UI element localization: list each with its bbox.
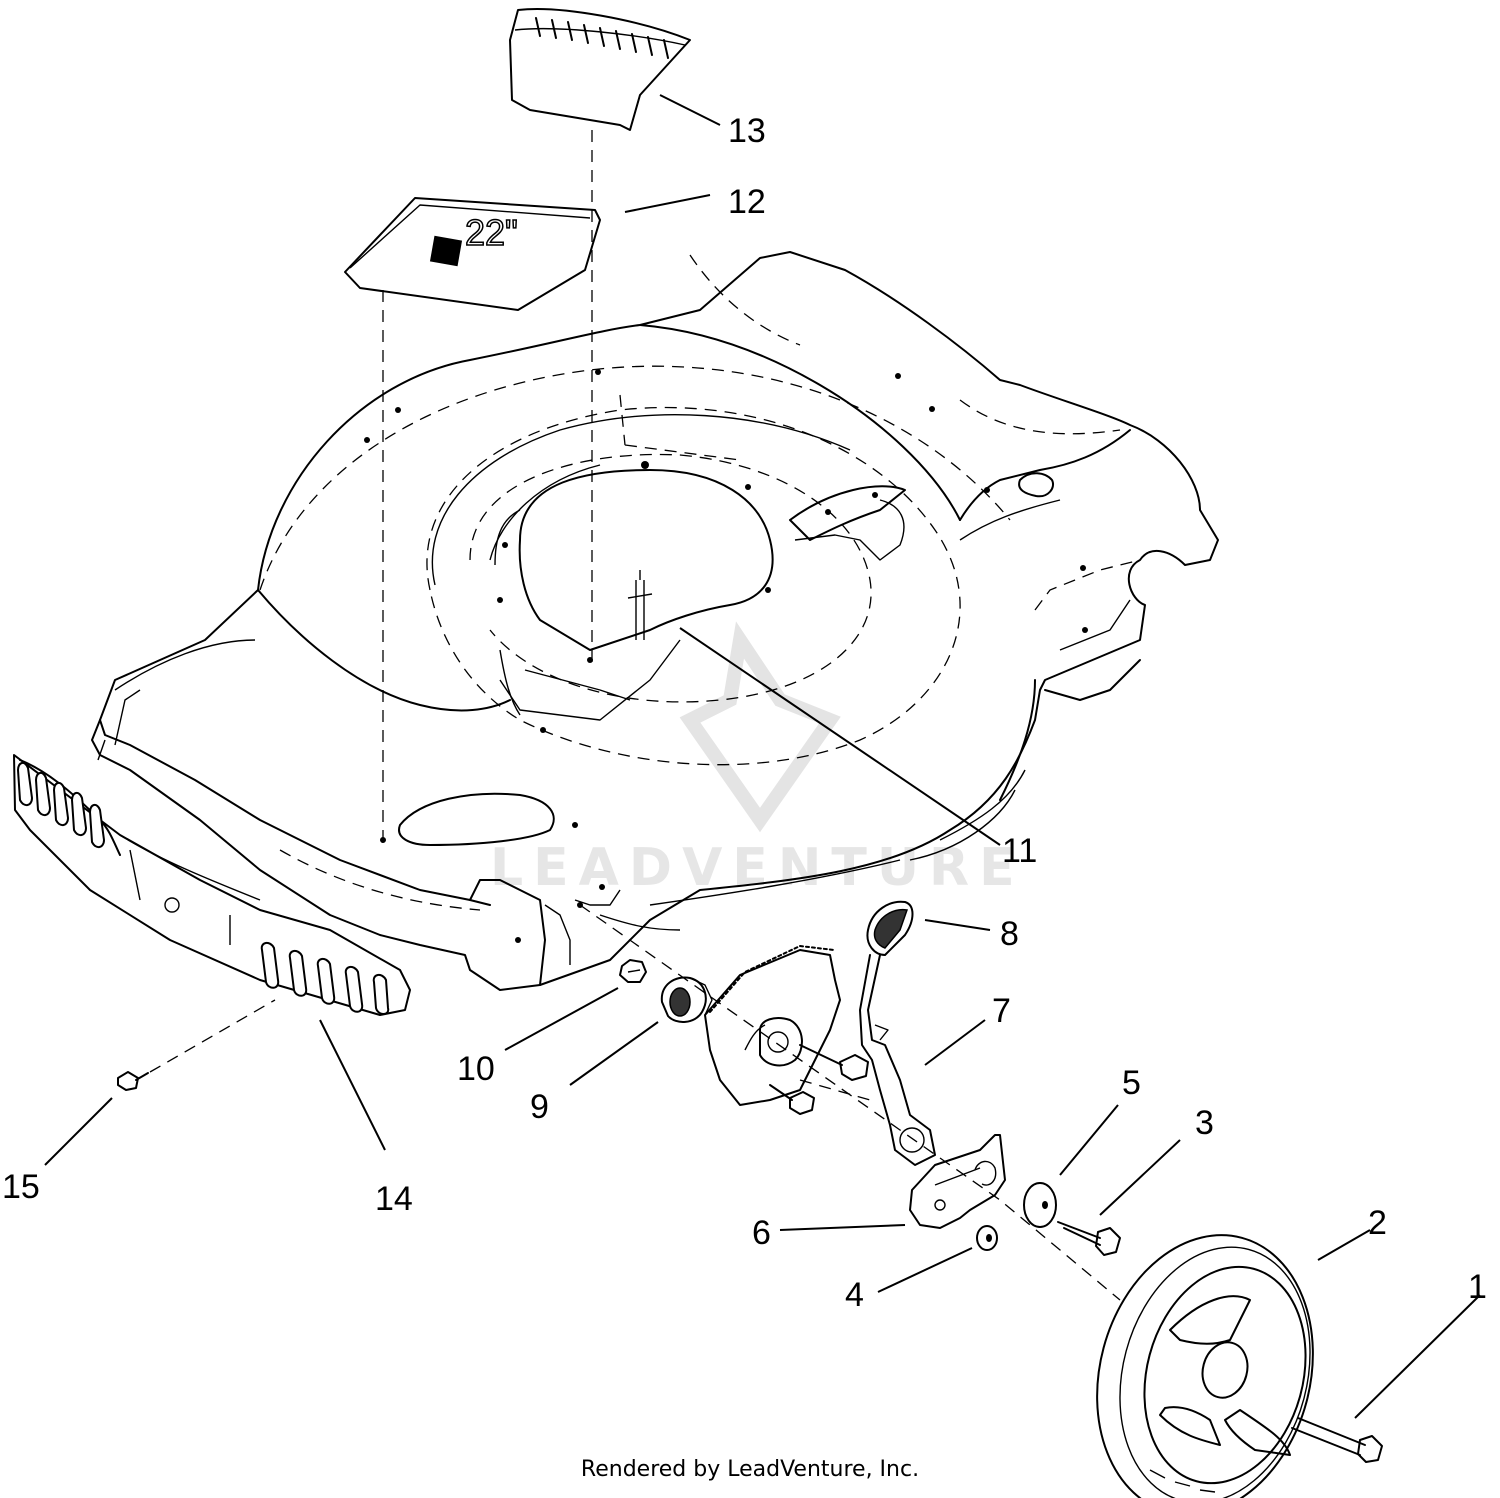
adjuster-plate <box>704 945 869 1115</box>
decal-grip-marks <box>535 17 669 59</box>
bumper-screw <box>117 1071 149 1091</box>
rear-wheel <box>1096 1234 1314 1498</box>
bracket-bolt <box>1057 1221 1121 1256</box>
callout-10: 10 <box>457 1050 495 1088</box>
spindle-bolt <box>627 570 653 640</box>
small-washer <box>976 1225 998 1251</box>
bumper-slots <box>17 762 390 1015</box>
watermark: LEADVENTURE <box>490 621 1025 898</box>
hex-nut <box>619 959 647 983</box>
callout-7: 7 <box>992 992 1011 1030</box>
callout-2: 2 <box>1368 1204 1387 1242</box>
callout-3: 3 <box>1195 1104 1214 1142</box>
callout-11: 11 <box>1002 832 1037 870</box>
wheel-bolt <box>1291 1417 1383 1463</box>
callout-labels: 1 2 3 4 5 6 7 8 9 10 11 12 13 14 15 <box>2 112 1487 1314</box>
callout-6: 6 <box>752 1214 771 1252</box>
mower-deck <box>91 251 1219 991</box>
callout-4: 4 <box>845 1276 864 1314</box>
deck-holes <box>364 369 1088 943</box>
pivot-bushing <box>660 976 713 1023</box>
height-lever <box>859 954 936 1166</box>
front-bumper <box>13 754 411 1016</box>
callout-1: 1 <box>1468 1268 1487 1306</box>
leader-lines <box>44 94 1481 1419</box>
callout-12: 12 <box>728 183 766 221</box>
flat-washer <box>1023 1182 1057 1228</box>
callout-14: 14 <box>375 1180 413 1218</box>
callout-13: 13 <box>728 112 766 150</box>
top-cover-decal <box>509 8 691 131</box>
callout-5: 5 <box>1122 1064 1141 1102</box>
deck-size-plate: 22" <box>344 197 601 311</box>
callout-15: 15 <box>2 1168 40 1206</box>
render-credit: Rendered by LeadVenture, Inc. <box>580 1457 920 1482</box>
adjuster-knob <box>866 900 914 956</box>
watermark-text: LEADVENTURE <box>490 838 1025 898</box>
decal-size-text: 22" <box>465 212 518 253</box>
wheel-bracket <box>909 1134 1006 1229</box>
callout-8: 8 <box>1000 915 1019 953</box>
callout-9: 9 <box>530 1088 549 1126</box>
